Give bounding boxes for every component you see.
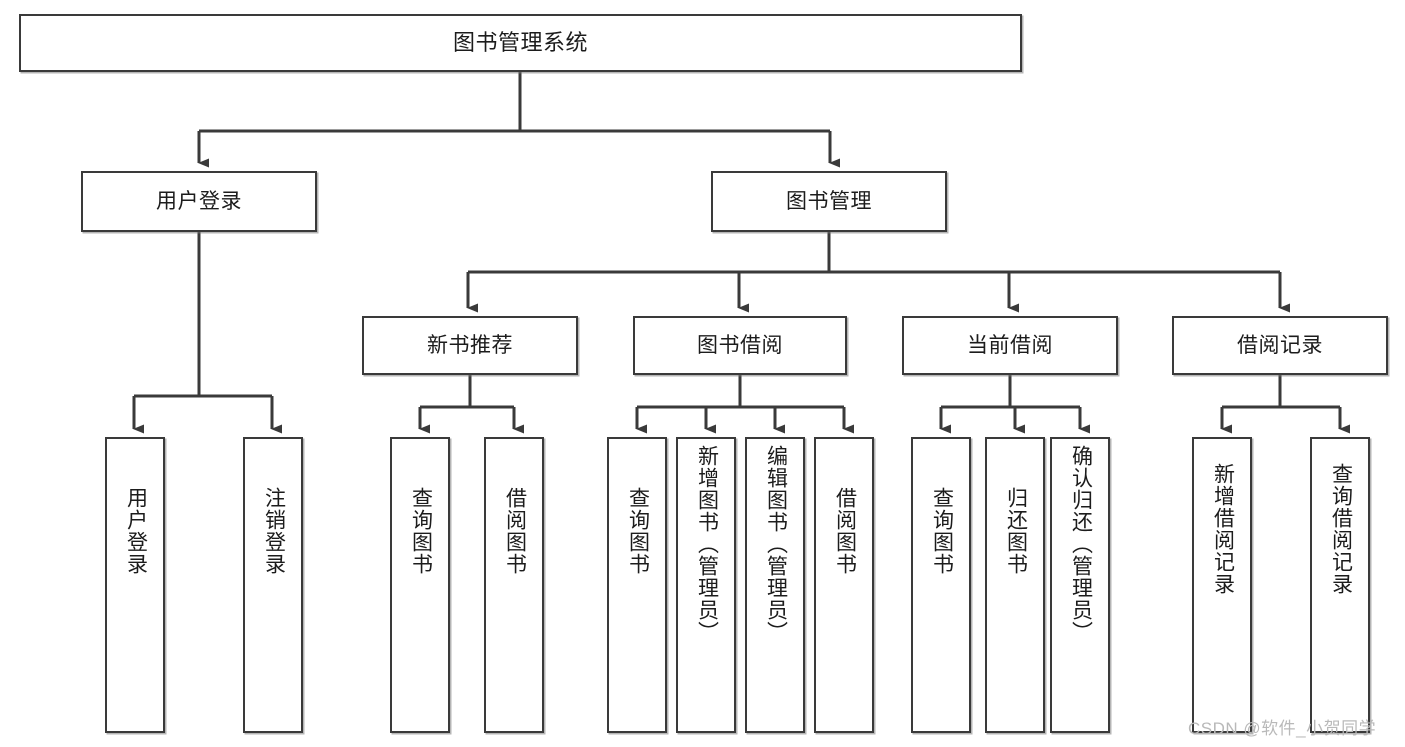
node-current-borrow-label: 当前借阅 xyxy=(967,333,1053,357)
node-new-book-recommend[interactable]: 新书推荐 xyxy=(362,316,578,375)
leaf-add-borrow-record-label: 新增借阅记录 xyxy=(1211,463,1235,595)
leaf-add-book-admin[interactable]: 新增图书（管理员） xyxy=(676,437,736,733)
csdn-watermark: CSDN @软件_小贺同学 xyxy=(1188,719,1377,738)
edge-record-to-leaves xyxy=(1220,375,1350,434)
leaf-query-book-borrow[interactable]: 查询图书 xyxy=(607,437,667,733)
edge-bookmgmt-to-level3 xyxy=(466,232,1290,313)
node-new-book-recommend-label: 新书推荐 xyxy=(427,333,513,357)
leaf-query-borrow-record-label: 查询借阅记录 xyxy=(1329,463,1353,595)
leaf-logout[interactable]: 注销登录 xyxy=(243,437,303,733)
leaf-user-login[interactable]: 用户登录 xyxy=(105,437,165,733)
node-user-login[interactable]: 用户登录 xyxy=(81,171,317,232)
leaf-add-book-admin-label: 新增图书（管理员） xyxy=(695,445,719,643)
node-book-management[interactable]: 图书管理 xyxy=(711,171,947,232)
edge-newbook-to-leaves xyxy=(418,375,524,434)
node-current-borrow[interactable]: 当前借阅 xyxy=(902,316,1118,375)
leaf-query-book-recommend[interactable]: 查询图书 xyxy=(390,437,450,733)
node-book-borrow[interactable]: 图书借阅 xyxy=(633,316,847,375)
node-root[interactable]: 图书管理系统 xyxy=(19,14,1022,72)
leaf-return-book[interactable]: 归还图书 xyxy=(985,437,1045,733)
leaf-borrow-book-label: 借阅图书 xyxy=(833,487,857,575)
node-borrow-record-label: 借阅记录 xyxy=(1237,333,1323,357)
leaf-logout-label: 注销登录 xyxy=(262,487,286,575)
edge-root-to-level2 xyxy=(197,72,840,168)
edge-current-to-leaves xyxy=(939,375,1090,434)
leaf-user-login-label: 用户登录 xyxy=(124,487,148,575)
leaf-add-borrow-record[interactable]: 新增借阅记录 xyxy=(1192,437,1252,733)
leaf-edit-book-admin[interactable]: 编辑图书（管理员） xyxy=(745,437,805,733)
leaf-edit-book-admin-label: 编辑图书（管理员） xyxy=(764,445,788,643)
node-user-login-label: 用户登录 xyxy=(156,189,242,213)
leaf-confirm-return-admin[interactable]: 确认归还（管理员） xyxy=(1050,437,1110,733)
leaf-confirm-return-admin-label: 确认归还（管理员） xyxy=(1069,445,1093,643)
leaf-return-book-label: 归还图书 xyxy=(1004,487,1028,575)
node-borrow-record[interactable]: 借阅记录 xyxy=(1172,316,1388,375)
leaf-borrow-book-recommend[interactable]: 借阅图书 xyxy=(484,437,544,733)
leaf-borrow-book-recommend-label: 借阅图书 xyxy=(503,487,527,575)
edge-userlogin-to-leaves xyxy=(132,232,282,434)
node-book-management-label: 图书管理 xyxy=(786,189,872,213)
edge-borrow-to-leaves xyxy=(635,375,854,434)
node-root-label: 图书管理系统 xyxy=(452,29,588,55)
leaf-query-book-current-label: 查询图书 xyxy=(930,487,954,575)
leaf-query-book-borrow-label: 查询图书 xyxy=(626,487,650,575)
leaf-borrow-book[interactable]: 借阅图书 xyxy=(814,437,874,733)
leaf-query-borrow-record[interactable]: 查询借阅记录 xyxy=(1310,437,1370,733)
leaf-query-book-current[interactable]: 查询图书 xyxy=(911,437,971,733)
leaf-query-book-recommend-label: 查询图书 xyxy=(409,487,433,575)
node-book-borrow-label: 图书借阅 xyxy=(697,333,783,357)
